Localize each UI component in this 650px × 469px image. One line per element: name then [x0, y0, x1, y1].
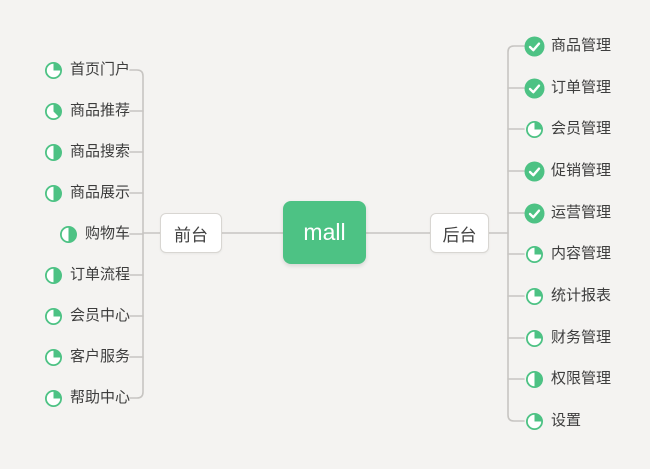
- progress-pie-icon: [526, 370, 543, 388]
- branch-node-frontend-label: 前台: [174, 225, 208, 245]
- frontend-branch-item[interactable]: 客户服务: [43, 346, 130, 368]
- progress-pie-icon: [44, 143, 62, 161]
- progress-pie-icon: [526, 120, 543, 138]
- backend-branch-item[interactable]: 商品管理: [524, 35, 611, 57]
- progress-icon-wrap: [43, 183, 64, 204]
- progress-icon-wrap: [524, 369, 545, 390]
- task-done-check-icon: [524, 203, 545, 223]
- root-node-label: mall: [303, 219, 346, 245]
- frontend-branch-item[interactable]: 商品搜索: [43, 141, 130, 163]
- progress-icon-wrap: [43, 142, 64, 163]
- progress-pie-icon: [44, 102, 62, 120]
- branch-item-label: 会员中心: [69, 307, 130, 324]
- progress-icon-wrap: [524, 161, 545, 182]
- branch-item-label: 内容管理: [551, 245, 612, 262]
- branch-item-label: 商品管理: [551, 37, 612, 54]
- branch-item-label: 订单流程: [69, 266, 130, 283]
- branch-item-label: 订单管理: [551, 79, 612, 96]
- backend-branch-item[interactable]: 订单管理: [524, 77, 611, 99]
- branch-item-label: 运营管理: [551, 204, 612, 221]
- progress-pie-icon: [44, 266, 62, 284]
- progress-icon-wrap: [524, 203, 545, 224]
- branch-item-label: 设置: [551, 412, 582, 429]
- branch-node-backend[interactable]: 后台: [430, 213, 489, 253]
- progress-pie-icon: [44, 348, 62, 366]
- progress-pie-icon: [526, 329, 543, 347]
- branch-item-label: 促销管理: [551, 162, 612, 179]
- progress-icon-wrap: [524, 119, 545, 140]
- progress-icon-wrap: [58, 224, 79, 245]
- progress-pie-icon: [44, 307, 62, 325]
- frontend-branch-item[interactable]: 会员中心: [43, 305, 130, 327]
- backend-branch-item[interactable]: 财务管理: [524, 327, 611, 349]
- branch-item-label: 权限管理: [551, 370, 612, 387]
- progress-icon-wrap: [43, 306, 64, 327]
- progress-pie-icon: [44, 389, 62, 407]
- task-done-check-icon: [524, 36, 545, 56]
- branch-item-label: 购物车: [84, 225, 130, 242]
- branch-node-frontend[interactable]: 前台: [160, 213, 222, 253]
- backend-branch-item[interactable]: 促销管理: [524, 160, 611, 182]
- backend-branch-item[interactable]: 运营管理: [524, 202, 611, 224]
- frontend-branch-item[interactable]: 订单流程: [43, 264, 130, 286]
- progress-pie-icon: [526, 287, 543, 305]
- branch-item-label: 客户服务: [69, 348, 130, 365]
- frontend-branch-item[interactable]: 购物车: [58, 223, 130, 245]
- progress-pie-icon: [526, 412, 543, 430]
- task-done-check-icon: [524, 161, 545, 181]
- backend-branch-item[interactable]: 权限管理: [524, 368, 611, 390]
- backend-branch-item[interactable]: 设置: [524, 410, 581, 432]
- backend-branch-item[interactable]: 统计报表: [524, 285, 611, 307]
- progress-icon-wrap: [524, 328, 545, 349]
- progress-pie-icon: [59, 225, 77, 243]
- progress-icon-wrap: [43, 60, 64, 81]
- progress-icon-wrap: [43, 265, 64, 286]
- branch-item-label: 商品推荐: [69, 102, 130, 119]
- progress-icon-wrap: [43, 388, 64, 409]
- backend-branch-item[interactable]: 会员管理: [524, 118, 611, 140]
- branch-item-label: 商品搜索: [69, 143, 130, 160]
- progress-icon-wrap: [43, 347, 64, 368]
- progress-pie-icon: [44, 61, 62, 79]
- branch-item-label: 帮助中心: [69, 389, 130, 406]
- branch-node-backend-label: 后台: [442, 225, 477, 245]
- frontend-branch-item[interactable]: 商品展示: [43, 182, 130, 204]
- task-done-check-icon: [524, 78, 545, 98]
- root-node-mall[interactable]: mall: [283, 201, 366, 264]
- progress-icon-wrap: [524, 36, 545, 57]
- progress-icon-wrap: [43, 101, 64, 122]
- frontend-branch-item[interactable]: 商品推荐: [43, 100, 130, 122]
- branch-item-label: 会员管理: [551, 120, 612, 137]
- branch-item-label: 首页门户: [69, 61, 130, 78]
- frontend-branch-item[interactable]: 帮助中心: [43, 387, 130, 409]
- frontend-branch-item[interactable]: 首页门户: [43, 59, 130, 81]
- progress-icon-wrap: [524, 286, 545, 307]
- progress-pie-icon: [44, 184, 62, 202]
- branch-item-label: 财务管理: [551, 329, 612, 346]
- progress-icon-wrap: [524, 244, 545, 265]
- progress-icon-wrap: [524, 411, 545, 432]
- progress-icon-wrap: [524, 78, 545, 99]
- backend-branch-item[interactable]: 内容管理: [524, 243, 611, 265]
- progress-pie-icon: [526, 245, 543, 263]
- branch-item-label: 商品展示: [69, 184, 130, 201]
- branch-item-label: 统计报表: [551, 287, 612, 304]
